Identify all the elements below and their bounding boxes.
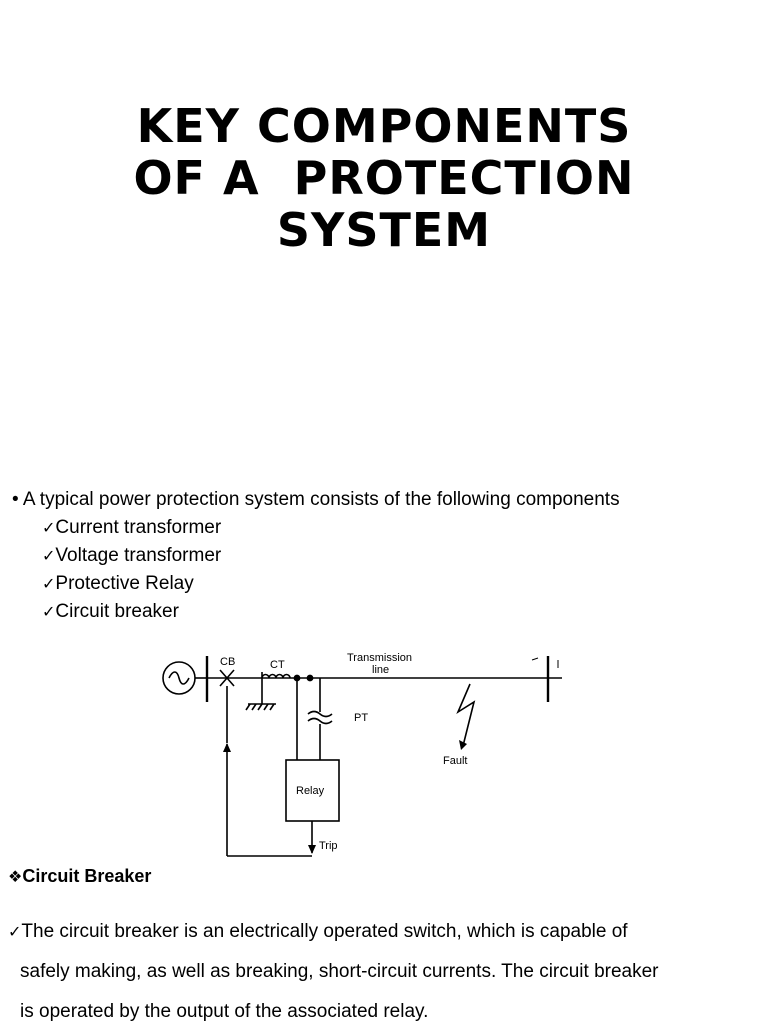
check-icon: ✓ (42, 574, 56, 593)
check-icon: ✓ (8, 922, 22, 941)
component-list: ✓Current transformer ✓Voltage transforme… (42, 514, 221, 626)
label-cb: CB (220, 656, 235, 668)
list-item: ✓Current transformer (42, 514, 221, 542)
paragraph-line-3: is operated by the output of the associa… (20, 1001, 429, 1022)
intro-bullet: • A typical power protection system cons… (12, 486, 752, 514)
fault-symbol (456, 683, 476, 747)
label-pt: PT (354, 712, 368, 724)
check-icon: ✓ (42, 518, 56, 537)
list-item: ✓Protective Relay (42, 570, 221, 598)
title-line-1: KEY COMPONENTS (136, 99, 632, 153)
slide-title: KEY COMPONENTS OF A PROTECTION SYSTEM (0, 100, 768, 256)
section-heading: ❖Circuit Breaker (8, 866, 151, 887)
generator-sine (168, 671, 190, 685)
component-label: Voltage transformer (55, 545, 222, 566)
component-label: Protective Relay (55, 573, 194, 594)
circuit-breaker-description: ✓The circuit breaker is an electrically … (8, 912, 724, 1032)
check-icon: ✓ (42, 546, 56, 565)
pt-symbol (307, 710, 333, 725)
intro-text: A typical power protection system consis… (22, 489, 620, 510)
bullet-glyph: • (12, 489, 19, 510)
component-label: Circuit breaker (55, 601, 179, 622)
list-item: ✓Circuit breaker (42, 598, 221, 626)
label-trip: Trip (319, 840, 338, 852)
label-line: line (372, 664, 389, 676)
label-transmission: Transmission (347, 652, 412, 664)
diamond-bullet-icon: ❖ (8, 867, 23, 886)
label-ct: CT (270, 659, 285, 671)
heading-text: Circuit Breaker (22, 866, 152, 886)
component-label: Current transformer (55, 517, 222, 538)
title-line-3: SYSTEM (276, 203, 492, 257)
check-icon: ✓ (42, 602, 56, 621)
paragraph-line-2: safely making, as well as breaking, shor… (20, 961, 659, 982)
ct-coil (261, 673, 291, 679)
protection-system-diagram: CB CT Transmission line PT Fault Relay T… (162, 652, 562, 857)
paragraph-text: The circuit breaker is an electrically o… (21, 921, 628, 942)
paragraph-line-1: ✓The circuit breaker is an electrically … (8, 921, 628, 942)
label-relay: Relay (296, 785, 325, 797)
list-item: ✓Voltage transformer (42, 542, 221, 570)
label-fault: Fault (443, 755, 467, 767)
title-line-2: OF A PROTECTION (133, 151, 635, 205)
